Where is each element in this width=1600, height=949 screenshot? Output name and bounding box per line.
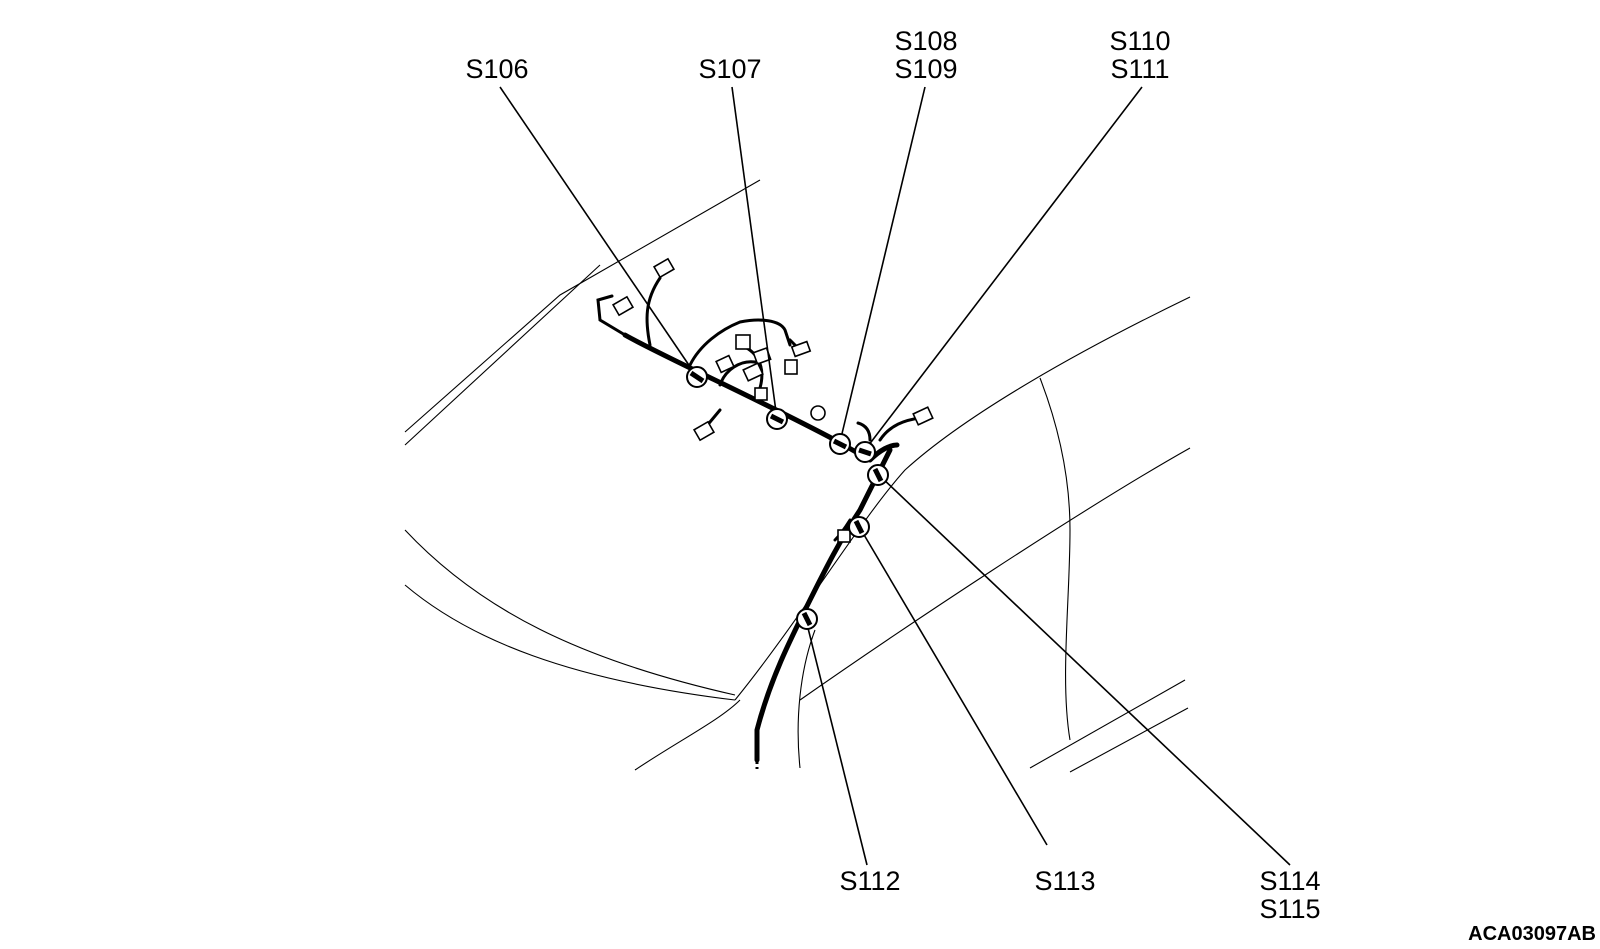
label-s113: S113 <box>1034 866 1095 896</box>
splice-point-s114-s115 <box>867 464 889 486</box>
splice-point-s112 <box>796 608 818 630</box>
label-s111: S111 <box>1110 54 1169 84</box>
label-s114: S114 <box>1259 866 1320 896</box>
wiring-harness <box>596 276 922 770</box>
label-s109: S109 <box>894 54 957 84</box>
splice-point-s113 <box>848 516 870 538</box>
splice-point-s108-s109 <box>829 433 851 455</box>
splice-markers <box>686 366 889 630</box>
splice-point-s107 <box>766 408 788 430</box>
splice-point-s110-s111 <box>854 441 876 463</box>
label-s110: S110 <box>1109 26 1170 56</box>
splice-point-s106 <box>686 366 708 388</box>
leader-lines <box>499 86 1291 866</box>
connectors <box>611 257 934 543</box>
figure-code: ACA03097AB <box>1468 923 1596 945</box>
vehicle-body-outline <box>404 179 1191 773</box>
label-s106: S106 <box>465 54 528 84</box>
label-s112: S112 <box>839 866 900 896</box>
callout-labels: S106 S107 S108 S109 S110 S111 S112 S113 … <box>465 26 1320 924</box>
label-s115: S115 <box>1259 894 1320 924</box>
label-s108: S108 <box>894 26 957 56</box>
label-s107: S107 <box>698 54 761 84</box>
